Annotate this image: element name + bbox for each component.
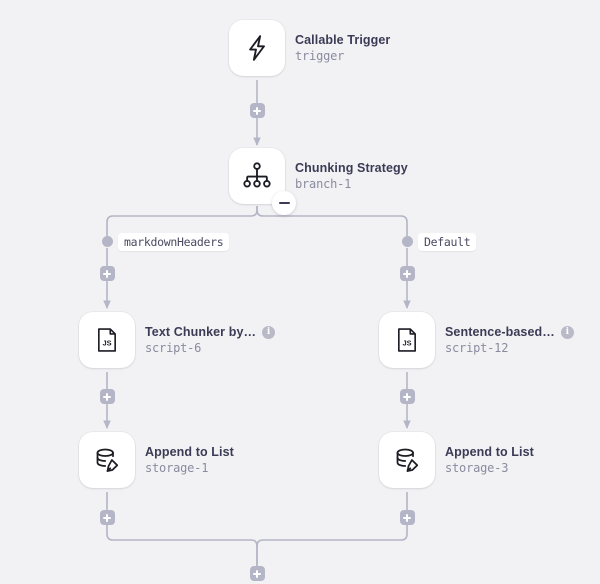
- node-text-block: Chunking Strategy branch-1: [295, 161, 408, 191]
- js-file-icon: JS: [98, 328, 116, 352]
- edge-storage-left-merge: [106, 492, 258, 566]
- branch-output-dot-left[interactable]: [101, 236, 113, 247]
- branch-label-default[interactable]: Default: [418, 233, 477, 251]
- add-node-button-storage-left[interactable]: [99, 510, 115, 525]
- edge-branch-split-left: [106, 206, 258, 236]
- edge-storage-right-merge: [256, 492, 408, 566]
- node-text-block: Text Chunker by… i script-6: [145, 325, 276, 355]
- branch-hierarchy-icon: [243, 162, 271, 188]
- add-node-button-merge[interactable]: [249, 566, 265, 581]
- collapse-branch-button[interactable]: [272, 191, 296, 215]
- node-title-row: Append to List: [445, 445, 534, 459]
- node-subtitle: trigger: [295, 49, 345, 63]
- node-subtitle: branch-1: [295, 177, 352, 191]
- node-title-row: Text Chunker by… i: [145, 325, 276, 339]
- lightning-bolt-icon: [249, 35, 265, 61]
- branch-output-dot-right[interactable]: [401, 236, 413, 247]
- branch-label-markdownheaders[interactable]: markdownHeaders: [118, 233, 230, 251]
- info-icon[interactable]: i: [560, 325, 574, 339]
- database-edit-icon: [396, 448, 419, 472]
- node-callable-trigger[interactable]: Callable Trigger trigger: [229, 20, 390, 76]
- node-title: Sentence-based…: [445, 325, 555, 339]
- node-subtitle: script-6: [145, 341, 202, 355]
- node-title: Callable Trigger: [295, 33, 391, 47]
- node-text-chunker[interactable]: JS Text Chunker by… i script-6: [79, 312, 276, 368]
- node-icon-card[interactable]: [379, 432, 435, 488]
- node-text-block: Append to List storage-3: [445, 445, 534, 475]
- node-text-block: Append to List storage-1: [145, 445, 234, 475]
- database-edit-icon: [96, 448, 119, 472]
- node-icon-card[interactable]: JS: [79, 312, 135, 368]
- add-node-button-branch-left[interactable]: [99, 266, 115, 281]
- node-title: Append to List: [445, 445, 534, 459]
- node-sentence-based-chunker[interactable]: JS Sentence-based… i script-12: [379, 312, 574, 368]
- node-title-row: Append to List: [145, 445, 234, 459]
- node-title-row: Chunking Strategy: [295, 161, 408, 175]
- node-icon-card[interactable]: [229, 148, 296, 215]
- add-node-button-storage-right[interactable]: [399, 510, 415, 525]
- node-text-block: Sentence-based… i script-12: [445, 325, 574, 355]
- node-title-row: Callable Trigger: [295, 33, 390, 47]
- svg-text:JS: JS: [402, 338, 411, 347]
- node-title: Text Chunker by…: [145, 325, 257, 339]
- add-node-button-trigger-branch[interactable]: [249, 103, 265, 118]
- node-icon-card[interactable]: [79, 432, 135, 488]
- node-subtitle: storage-1: [145, 461, 209, 475]
- node-subtitle: storage-3: [445, 461, 509, 475]
- minus-icon: [278, 202, 290, 204]
- node-icon-card[interactable]: JS: [379, 312, 435, 368]
- info-icon[interactable]: i: [262, 325, 276, 339]
- node-append-to-list-left[interactable]: Append to List storage-1: [79, 432, 234, 488]
- node-append-to-list-right[interactable]: Append to List storage-3: [379, 432, 534, 488]
- node-title: Append to List: [145, 445, 234, 459]
- node-text-block: Callable Trigger trigger: [295, 33, 390, 63]
- node-title: Chunking Strategy: [295, 161, 408, 175]
- svg-text:JS: JS: [102, 338, 111, 347]
- js-file-icon: JS: [398, 328, 416, 352]
- add-node-button-branch-right[interactable]: [399, 266, 415, 281]
- node-title-row: Sentence-based… i: [445, 325, 574, 339]
- node-chunking-strategy[interactable]: Chunking Strategy branch-1: [229, 148, 408, 215]
- node-subtitle: script-12: [445, 341, 509, 355]
- node-icon-card[interactable]: [229, 20, 285, 76]
- add-node-button-script-right[interactable]: [399, 389, 415, 404]
- add-node-button-script-left[interactable]: [99, 389, 115, 404]
